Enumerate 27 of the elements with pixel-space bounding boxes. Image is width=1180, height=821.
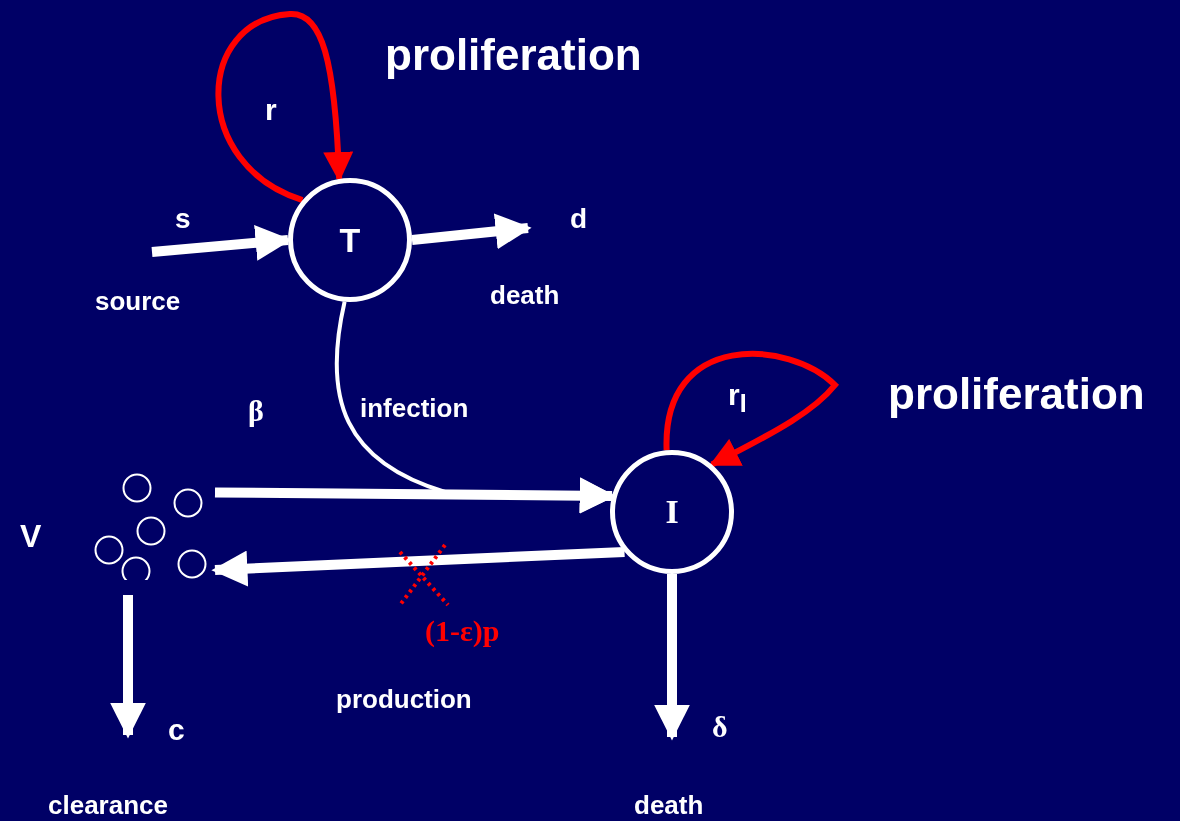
arrow <box>654 574 690 741</box>
arrow <box>110 595 146 739</box>
node-label: V <box>20 520 42 552</box>
edge-label: r <box>265 95 277 125</box>
cell-circle <box>610 450 734 574</box>
label-text: clearance <box>48 792 168 818</box>
edge-label: c <box>168 715 185 745</box>
cell-circle <box>288 178 412 302</box>
edge-label: δ <box>712 712 728 742</box>
label-text: proliferation <box>385 33 642 77</box>
edge-label: (1-ε)p <box>425 616 500 646</box>
label-text: death <box>490 282 560 308</box>
label-text: production <box>336 686 472 712</box>
loop-arrow <box>215 11 353 203</box>
arrow <box>411 213 532 250</box>
arrow <box>211 546 625 587</box>
edge-label: d <box>570 205 588 233</box>
label-text: β <box>248 396 264 426</box>
label-text: source <box>95 288 181 314</box>
label-text: proliferation <box>888 372 1145 416</box>
edge-label: infection <box>360 395 469 421</box>
edge-label: s <box>175 205 191 233</box>
edge-label: r$_{I}$ <box>728 380 747 416</box>
node-label: T <box>339 220 361 260</box>
node-label: I <box>665 493 679 531</box>
loop-arrow <box>663 350 838 468</box>
label-text: death <box>634 792 704 818</box>
